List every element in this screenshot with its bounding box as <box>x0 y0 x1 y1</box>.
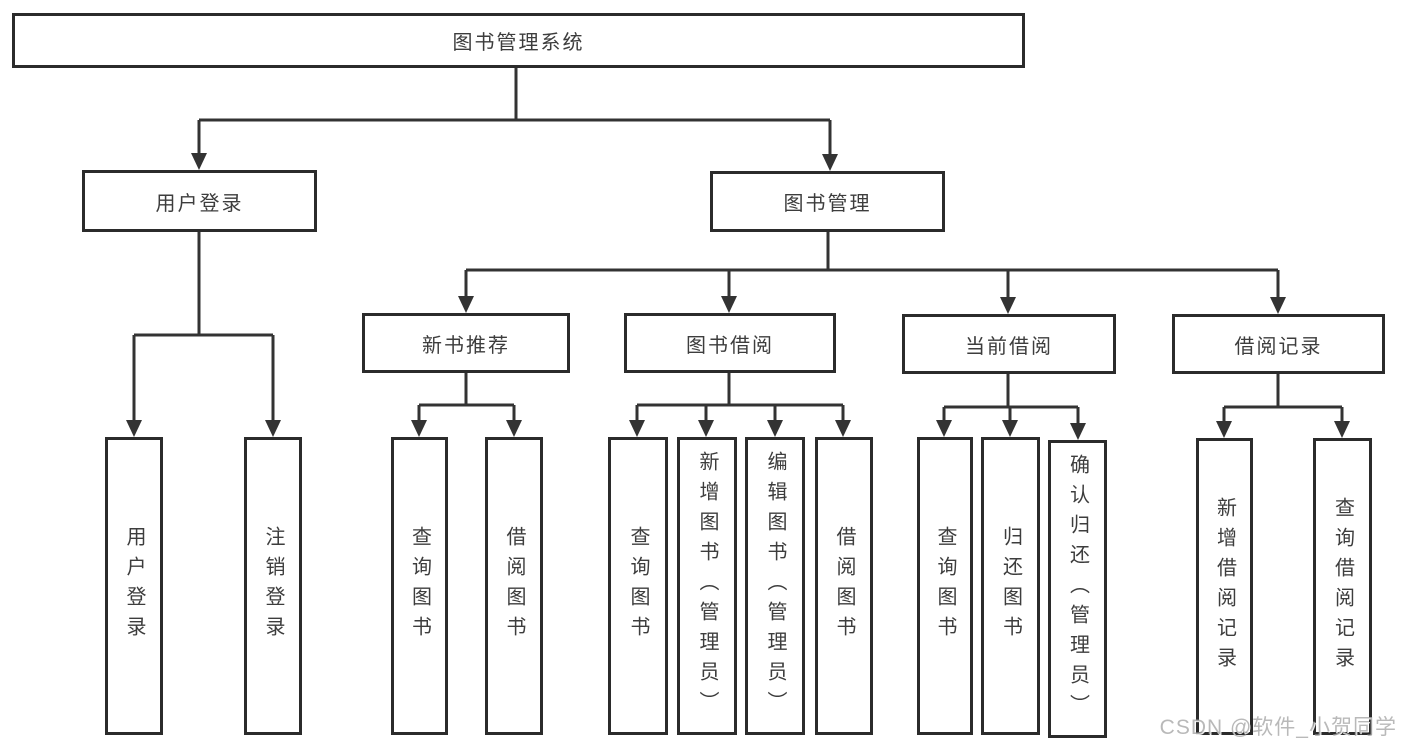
leaf-borrow-books-recommend-label: 借阅图书 <box>503 526 525 646</box>
leaf-confirm-return-admin-label: 确认归还（管理员） <box>1066 454 1089 724</box>
node-new-book-recommend: 新书推荐 <box>362 313 570 373</box>
leaf-return-books-label: 归还图书 <box>999 526 1022 646</box>
leaf-edit-books-admin-label: 编辑图书（管理员） <box>764 451 786 721</box>
leaf-user-login-label: 用户登录 <box>123 526 145 646</box>
leaf-add-borrow-record-label: 新增借阅记录 <box>1213 496 1236 677</box>
node-borrow-records: 借阅记录 <box>1172 314 1385 374</box>
leaf-query-books-recommend: 查询图书 <box>391 437 448 735</box>
leaf-user-login: 用户登录 <box>105 437 163 735</box>
leaf-query-books-current-label: 查询图书 <box>934 526 956 646</box>
leaf-query-borrow-record-label: 查询借阅记录 <box>1331 496 1354 677</box>
leaf-logout: 注销登录 <box>244 437 302 735</box>
leaf-edit-books-admin: 编辑图书（管理员） <box>745 437 805 735</box>
node-current-borrowing: 当前借阅 <box>902 314 1116 374</box>
leaf-query-books-borrowing-label: 查询图书 <box>627 526 649 646</box>
leaf-logout-label: 注销登录 <box>262 526 284 646</box>
node-user-login: 用户登录 <box>82 170 317 232</box>
leaf-confirm-return-admin: 确认归还（管理员） <box>1048 440 1107 738</box>
leaf-add-borrow-record: 新增借阅记录 <box>1196 438 1253 735</box>
leaf-add-books-admin-label: 新增图书（管理员） <box>696 451 718 721</box>
node-book-management: 图书管理 <box>710 171 945 232</box>
node-library-management-system: 图书管理系统 <box>12 13 1025 68</box>
leaf-query-books-borrowing: 查询图书 <box>608 437 668 735</box>
node-book-borrowing: 图书借阅 <box>624 313 836 373</box>
leaf-query-books-current: 查询图书 <box>917 437 973 735</box>
leaf-add-books-admin: 新增图书（管理员） <box>677 437 737 735</box>
leaf-query-borrow-record: 查询借阅记录 <box>1313 438 1372 735</box>
leaf-return-books: 归还图书 <box>981 437 1040 735</box>
leaf-borrow-books-recommend: 借阅图书 <box>485 437 543 735</box>
leaf-query-books-recommend-label: 查询图书 <box>408 526 431 646</box>
leaf-borrow-books: 借阅图书 <box>815 437 873 735</box>
leaf-borrow-books-label: 借阅图书 <box>833 526 855 646</box>
